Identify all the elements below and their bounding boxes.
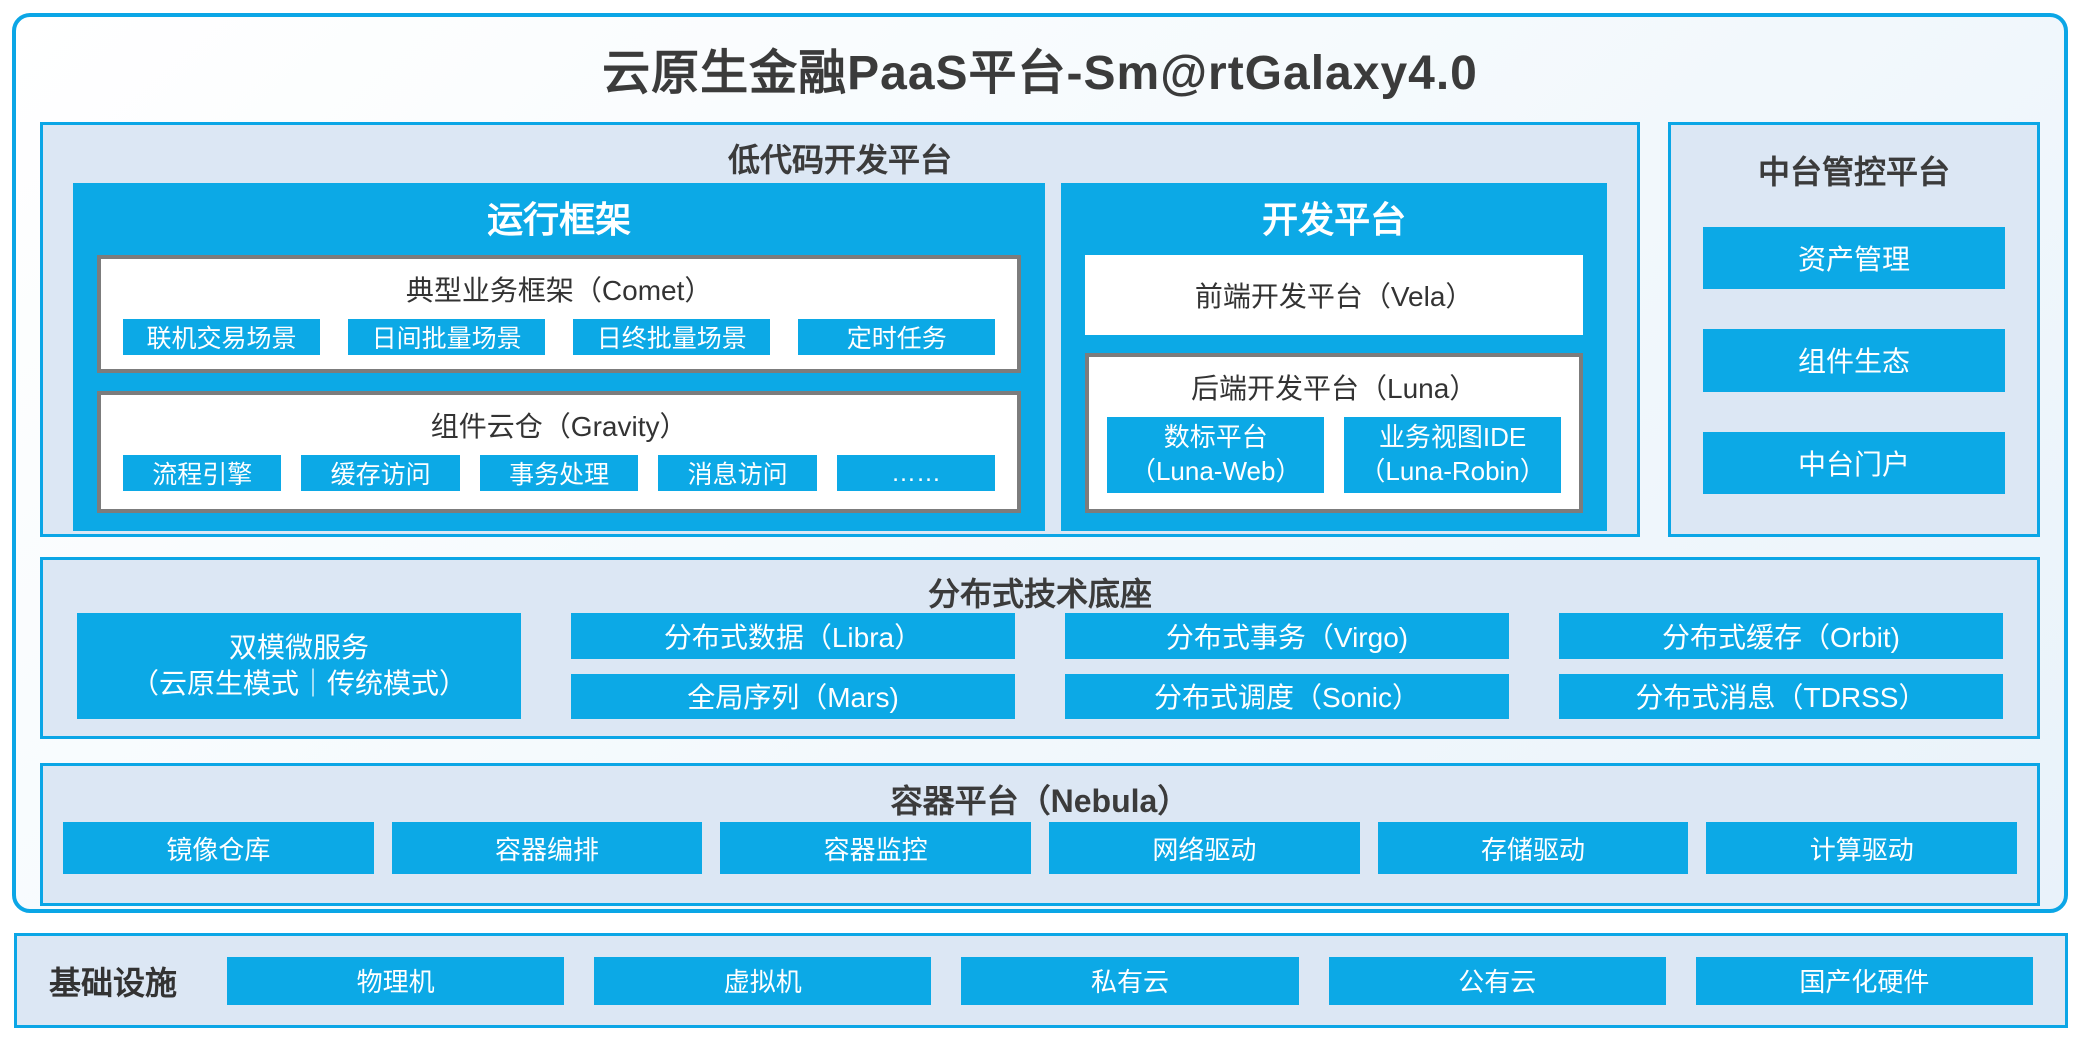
comet-items: 联机交易场景 日间批量场景 日终批量场景 定时任务	[123, 319, 996, 355]
low-code-platform-panel: 低代码开发平台 运行框架 典型业务框架（Comet） 联机交易场景 日间批量场景…	[40, 122, 1640, 537]
container-item: 镜像仓库	[63, 822, 374, 874]
container-item: 网络驱动	[1049, 822, 1360, 874]
low-code-content: 运行框架 典型业务框架（Comet） 联机交易场景 日间批量场景 日终批量场景 …	[43, 181, 1637, 551]
luna-web-line2: （Luna-Web）	[1129, 456, 1302, 486]
infrastructure-item: 虚拟机	[594, 956, 932, 1005]
gravity-item: 消息访问	[658, 455, 817, 491]
luna-web-line1: 数标平台	[1163, 422, 1268, 453]
infrastructure-item: 私有云	[961, 956, 1299, 1005]
dual-mode-line1: 双模微服务	[228, 631, 369, 663]
mid-platform-panel: 中台管控平台 资产管理 组件生态 中台门户	[1668, 122, 2040, 537]
container-item: 存储驱动	[1377, 822, 1689, 874]
infrastructure-item: 公有云	[1328, 956, 1666, 1005]
container-item: 容器监控	[720, 822, 1032, 874]
distributed-base-panel: 分布式技术底座 双模微服务 （云原生模式｜传统模式） 分布式数据（Libra） …	[40, 557, 2040, 739]
runtime-framework-panel: 运行框架 典型业务框架（Comet） 联机交易场景 日间批量场景 日终批量场景 …	[73, 183, 1046, 531]
container-item: 容器编排	[391, 822, 703, 874]
gravity-item: 事务处理	[479, 455, 639, 491]
distributed-item: 分布式缓存（Orbit)	[1559, 613, 2003, 659]
gravity-items: 流程引擎 缓存访问 事务处理 消息访问 ……	[123, 455, 996, 491]
comet-box: 典型业务框架（Comet） 联机交易场景 日间批量场景 日终批量场景 定时任务	[97, 255, 1022, 373]
distributed-item: 全局序列（Mars)	[571, 673, 1015, 719]
mid-platform-item: 资产管理	[1703, 227, 2005, 290]
runtime-framework-title: 运行框架	[487, 199, 632, 240]
distributed-item: 分布式数据（Libra）	[571, 613, 1015, 659]
distributed-item: 分布式事务（Virgo)	[1065, 613, 1509, 659]
gravity-item: ……	[836, 455, 996, 491]
gravity-item: 缓存访问	[301, 455, 460, 491]
comet-title: 典型业务框架（Comet）	[405, 275, 713, 306]
container-item: 计算驱动	[1706, 822, 2018, 874]
mid-platform-item: 组件生态	[1703, 329, 2005, 392]
infrastructure-item: 国产化硬件	[1695, 956, 2034, 1005]
container-platform-items: 镜像仓库 容器编排 容器监控 网络驱动 存储驱动 计算驱动	[43, 818, 2037, 903]
infrastructure-item: 物理机	[227, 956, 565, 1005]
mid-platform-title: 中台管控平台	[1757, 154, 1950, 190]
distributed-content: 双模微服务 （云原生模式｜传统模式） 分布式数据（Libra） 全局序列（Mar…	[43, 609, 2037, 736]
dev-platform-panel: 开发平台 前端开发平台（Vela） 后端开发平台（Luna） 数标平台 （Lun…	[1061, 183, 1607, 531]
container-platform-title: 容器平台（Nebula）	[890, 783, 1190, 819]
luna-item-robin: 业务视图IDE （Luna-Robin）	[1344, 417, 1562, 493]
gravity-title: 组件云仓（Gravity）	[430, 411, 688, 442]
luna-title: 后端开发平台（Luna）	[1191, 373, 1478, 404]
distributed-item: 分布式消息（TDRSS）	[1559, 673, 2003, 719]
dev-platform-title: 开发平台	[1262, 199, 1407, 240]
infrastructure-title: 基础设施	[49, 964, 178, 1001]
luna-items: 数标平台 （Luna-Web） 业务视图IDE （Luna-Robin）	[1107, 417, 1562, 493]
mid-platform-item: 中台门户	[1703, 431, 2005, 494]
top-row: 低代码开发平台 运行框架 典型业务框架（Comet） 联机交易场景 日间批量场景…	[40, 122, 2040, 537]
vela-label: 前端开发平台（Vela）	[1194, 281, 1474, 312]
distributed-column: 分布式数据（Libra） 全局序列（Mars)	[571, 613, 1015, 719]
luna-robin-line1: 业务视图IDE	[1378, 422, 1527, 453]
distributed-column: 分布式缓存（Orbit) 分布式消息（TDRSS）	[1559, 613, 2003, 719]
gravity-item: 流程引擎	[123, 455, 282, 491]
gravity-box: 组件云仓（Gravity） 流程引擎 缓存访问 事务处理 消息访问 ……	[97, 391, 1022, 513]
distributed-base-title: 分布式技术底座	[927, 576, 1152, 612]
container-platform-panel: 容器平台（Nebula） 镜像仓库 容器编排 容器监控 网络驱动 存储驱动 计算…	[40, 763, 2040, 906]
distributed-column: 分布式事务（Virgo) 分布式调度（Sonic）	[1065, 613, 1509, 719]
dual-mode-line2: （云原生模式｜传统模式）	[130, 668, 467, 699]
luna-robin-line2: （Luna-Robin）	[1359, 456, 1546, 486]
infrastructure-panel: 基础设施 物理机 虚拟机 私有云 公有云 国产化硬件	[14, 933, 2068, 1028]
comet-item: 联机交易场景	[123, 319, 321, 355]
luna-item-web: 数标平台 （Luna-Web）	[1107, 417, 1325, 493]
comet-item: 日终批量场景	[573, 319, 771, 355]
distributed-item: 分布式调度（Sonic）	[1065, 673, 1509, 719]
comet-item: 日间批量场景	[348, 319, 546, 355]
page-title: 云原生金融PaaS平台-Sm@rtGalaxy4.0	[602, 47, 1478, 100]
luna-box: 后端开发平台（Luna） 数标平台 （Luna-Web） 业务视图IDE （Lu…	[1085, 353, 1583, 513]
main-frame: 云原生金融PaaS平台-Sm@rtGalaxy4.0 低代码开发平台 运行框架 …	[12, 13, 2068, 913]
low-code-platform-title: 低代码开发平台	[727, 142, 952, 178]
vela-box: 前端开发平台（Vela）	[1085, 255, 1583, 335]
dual-mode-microservice-box: 双模微服务 （云原生模式｜传统模式）	[77, 613, 521, 719]
comet-item: 定时任务	[798, 319, 996, 355]
